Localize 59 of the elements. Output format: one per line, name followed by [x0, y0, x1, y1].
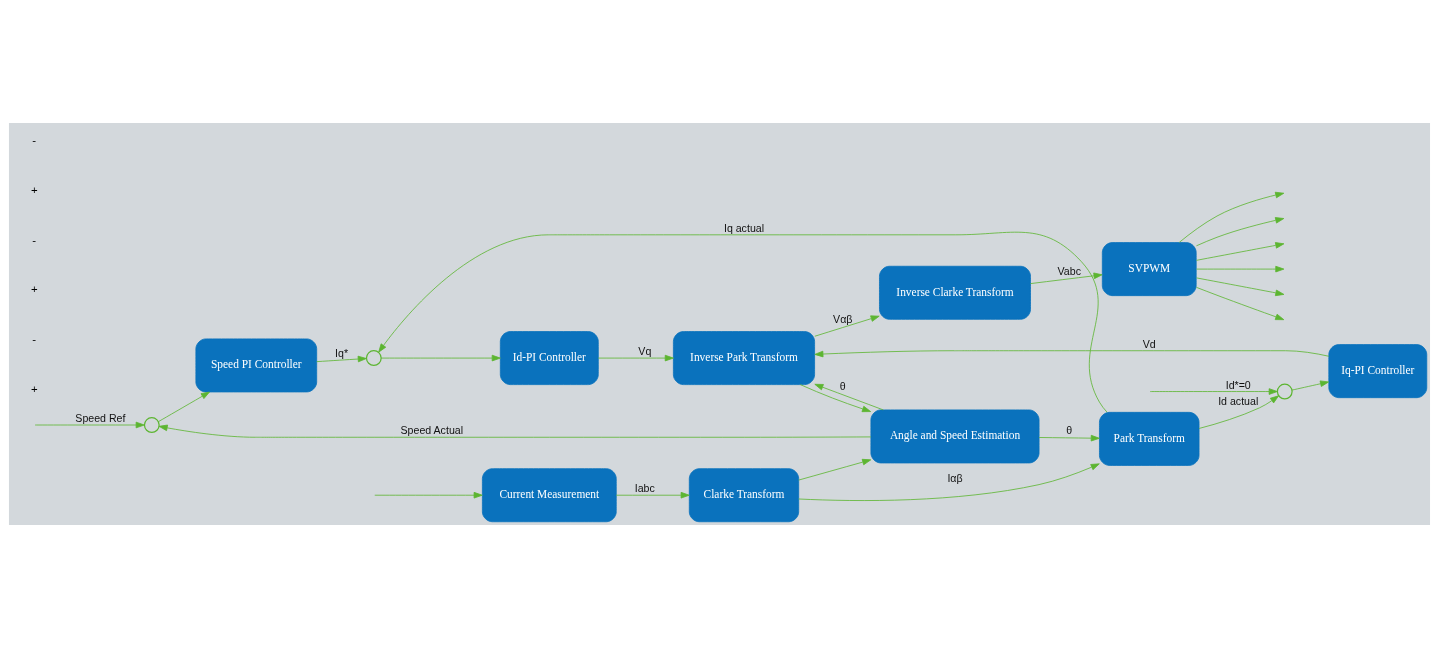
- edge-label: Speed Ref: [75, 412, 126, 425]
- arrow: [1178, 191, 1285, 243]
- arrow: [1196, 286, 1285, 321]
- node-box: Id-PI Controller: [499, 331, 599, 386]
- node-box: Inverse Clarke Transform: [879, 265, 1031, 320]
- node-box: Park Transform: [1099, 411, 1200, 466]
- arrow: [615, 491, 690, 499]
- arrow: [798, 458, 872, 481]
- edge-label: Vd: [1142, 337, 1156, 350]
- edge-label: θ: [839, 380, 846, 393]
- arrow: [814, 383, 884, 411]
- node-box: Iq-PI Controller: [1328, 344, 1428, 399]
- node-box: Angle and Speed Estimation: [870, 409, 1040, 464]
- arrow: [1196, 217, 1285, 247]
- node-circle: [143, 417, 160, 433]
- arrow: [158, 424, 872, 438]
- arrow: [814, 315, 880, 337]
- label: -: [32, 133, 37, 146]
- arrow: [1196, 265, 1285, 273]
- edge-label: Vabc: [1057, 265, 1081, 278]
- edge-label: Iabc: [634, 482, 655, 495]
- arrow: [1038, 434, 1100, 442]
- arrow: [1149, 388, 1278, 395]
- node-box: Current Measurement: [481, 468, 617, 523]
- edge-label: Iq*: [335, 346, 349, 359]
- arrow: [1030, 272, 1103, 284]
- edge-label: Speed Actual: [400, 424, 464, 437]
- arrow: [158, 391, 210, 423]
- label: +: [30, 382, 38, 395]
- node-box: Speed PI Controller: [195, 338, 318, 393]
- arrow: [1196, 242, 1285, 261]
- arrow: [378, 231, 1108, 413]
- edge-label: Id*=0: [1225, 378, 1251, 391]
- edge-label: Iq actual: [723, 221, 765, 234]
- arrow: [380, 354, 501, 362]
- label: -: [32, 233, 37, 246]
- arrow: [814, 350, 1330, 358]
- edge-label: Vαβ: [833, 312, 853, 325]
- arrow: [1196, 277, 1285, 297]
- label: +: [30, 283, 38, 296]
- arrow: [597, 354, 674, 362]
- label: -: [32, 333, 37, 346]
- arrow: [1198, 395, 1279, 429]
- arrow: [316, 355, 367, 363]
- node-box: Inverse Park Transform: [672, 331, 815, 386]
- arrow: [798, 463, 1100, 501]
- arrow: [1291, 380, 1330, 391]
- node-box: SVPWM: [1101, 242, 1197, 297]
- arrow: [34, 421, 145, 429]
- node-box: Clarke Transform: [688, 468, 800, 523]
- node-circle: [365, 350, 382, 367]
- edge-label: Vq: [638, 345, 652, 358]
- arrow: [374, 491, 483, 499]
- edge-label: Id actual: [1218, 394, 1259, 407]
- node-circle: [1276, 383, 1293, 400]
- edge-label: θ: [1066, 424, 1073, 437]
- arrow: [799, 384, 872, 413]
- edge-label: Iαβ: [947, 471, 963, 484]
- label: +: [30, 183, 38, 196]
